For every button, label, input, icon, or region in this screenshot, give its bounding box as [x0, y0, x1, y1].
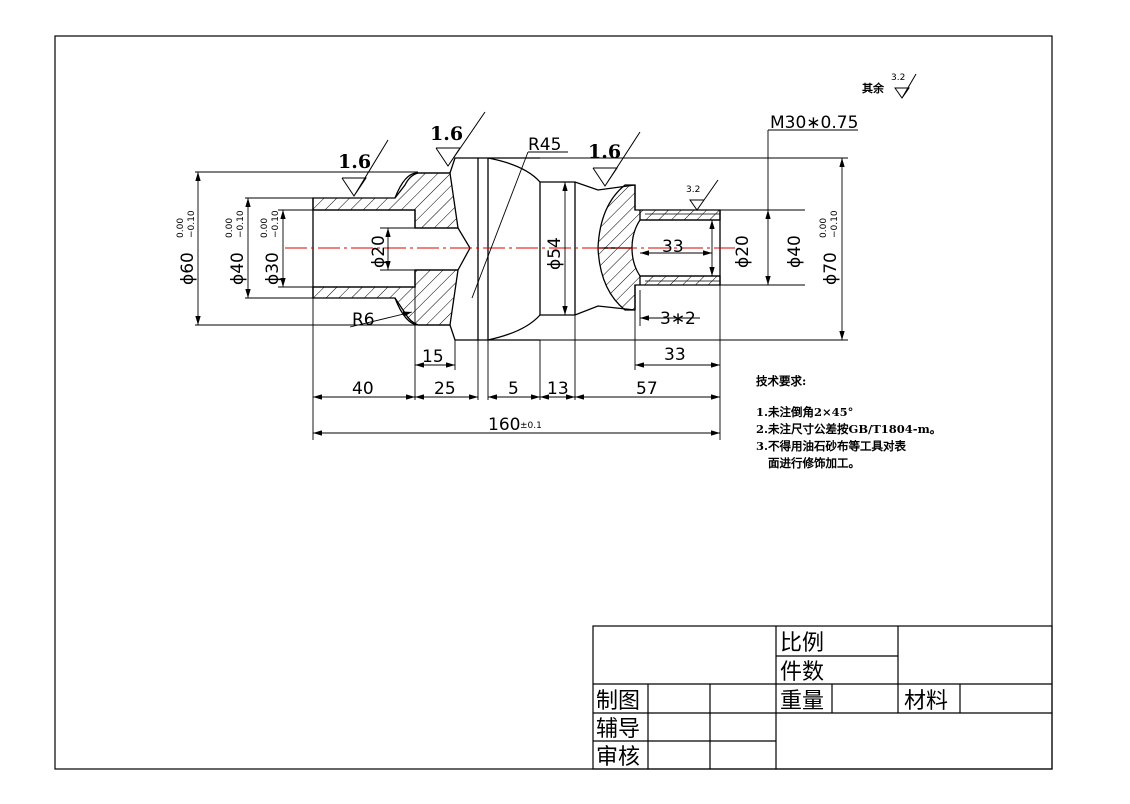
label-scale: 比例 — [780, 631, 824, 656]
note-1: 1.未注倒角2×45° — [756, 405, 853, 419]
len-33: 33 — [664, 345, 686, 365]
dimension-lines — [195, 129, 858, 440]
dia-40-left-tol-lower: −0.10 — [236, 210, 246, 238]
total-length: 160 — [488, 415, 520, 435]
len-13: 13 — [547, 379, 569, 399]
len-15: 15 — [422, 347, 444, 367]
note-3: 3.不得用油石砂布等工具对表 — [756, 439, 907, 453]
title-block — [592, 625, 1053, 770]
len-33-bore: 33 — [662, 237, 684, 257]
len-40: 40 — [352, 379, 374, 399]
hatch-left-top — [312, 172, 459, 229]
roughness-value-3: 1.6 — [588, 141, 621, 163]
dia-54-label: ϕ54 — [545, 237, 565, 270]
roughness-bore-value: 3.2 — [686, 185, 700, 195]
dia-70-label: ϕ70 — [821, 252, 841, 285]
label-tutor: 辅导 — [596, 717, 640, 742]
dia-40-left-tol-upper: 0.00 — [225, 218, 235, 238]
label-quantity: 件数 — [780, 660, 824, 685]
dia-40-right-label: ϕ40 — [785, 235, 805, 268]
roughness-value-1: 1.6 — [338, 151, 371, 173]
roughness-value-2: 1.6 — [430, 123, 463, 145]
notes-title: 技术要求: — [756, 374, 806, 388]
dia-70-tol-upper: 0.00 — [819, 218, 829, 238]
len-25: 25 — [434, 379, 456, 399]
dia-30-tol-lower: −0.10 — [271, 210, 281, 238]
dia-60-label: ϕ60 — [178, 252, 198, 285]
chamfer-label: 3∗2 — [660, 309, 696, 329]
dia-30-label: ϕ30 — [263, 252, 283, 285]
note-2: 2.未注尺寸公差按GB/T1804-m。 — [756, 422, 941, 436]
sheet-border — [54, 35, 1053, 770]
note-4: 面进行修饰加工。 — [768, 456, 860, 470]
label-drawn: 制图 — [596, 689, 640, 714]
roughness-other-prefix: 其余 — [862, 81, 885, 95]
r6-label: R6 — [352, 310, 375, 330]
thread-label: M30∗0.75 — [770, 113, 858, 133]
hatch-right-top — [597, 184, 721, 249]
dia-20-left-label: ϕ20 — [369, 235, 389, 268]
dia-60-tol-upper: 0.00 — [176, 218, 186, 238]
dia-60-tol-lower: −0.10 — [187, 210, 197, 238]
roughness-other-value: 3.2 — [891, 73, 905, 83]
label-weight: 重量 — [780, 689, 824, 714]
roughness-symbols — [341, 73, 917, 211]
len-57: 57 — [636, 379, 658, 399]
dia-40-left-label: ϕ40 — [228, 252, 248, 285]
dia-70-tol-lower: −0.10 — [830, 210, 840, 238]
dia-30-tol-upper: 0.00 — [260, 218, 270, 238]
title-block-text: 比例 件数 制图 重量 材料 辅导 审核 — [596, 631, 948, 770]
label-check: 审核 — [596, 745, 640, 770]
total-tolerance: ±0.1 — [520, 421, 542, 431]
label-material: 材料 — [904, 689, 948, 714]
dia-20-right-label: ϕ20 — [733, 235, 753, 268]
len-5: 5 — [508, 379, 519, 399]
hatch-right-bottom — [597, 247, 721, 311]
r45-label: R45 — [528, 135, 561, 155]
technical-notes: 技术要求: 1.未注倒角2×45° 2.未注尺寸公差按GB/T1804-m。 3… — [756, 374, 941, 470]
hatch-left-bottom — [312, 269, 459, 326]
dimension-texts: 1.6 1.6 1.6 3.2 其余 3.2 M30∗0.75 R45 R6 3… — [176, 73, 905, 435]
